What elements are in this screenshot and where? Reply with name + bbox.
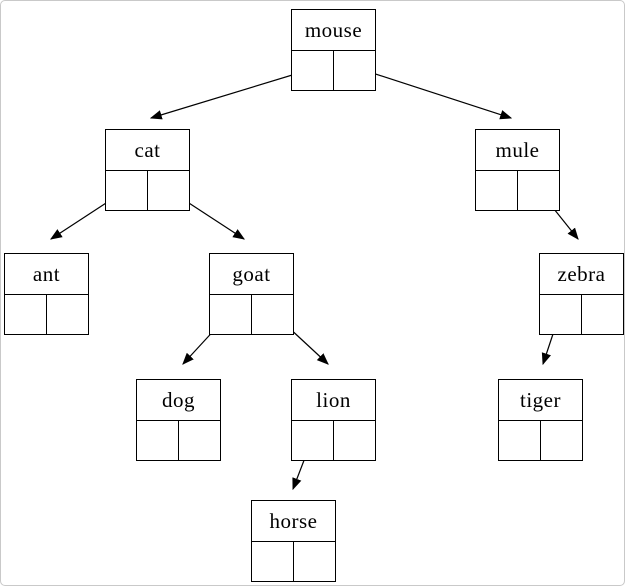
right-pointer-cell-lion	[334, 421, 376, 460]
left-pointer-cell-lion	[292, 421, 334, 460]
right-pointer-cell-dog	[179, 421, 221, 460]
node-label-cat: cat	[106, 130, 189, 171]
node-pointer-cells-horse	[252, 542, 335, 581]
tree-node-mouse: mouse	[291, 9, 376, 91]
left-pointer-cell-zebra	[540, 295, 582, 334]
node-label-horse: horse	[252, 501, 335, 542]
node-label-lion: lion	[292, 380, 375, 421]
node-pointer-cells-mule	[476, 171, 559, 210]
tree-node-cat: cat	[105, 129, 190, 211]
node-label-mule: mule	[476, 130, 559, 171]
tree-node-horse: horse	[251, 500, 336, 582]
left-pointer-cell-ant	[5, 295, 47, 334]
tree-node-dog: dog	[136, 379, 221, 461]
left-pointer-cell-horse	[252, 542, 294, 581]
right-pointer-cell-horse	[294, 542, 336, 581]
node-pointer-cells-cat	[106, 171, 189, 210]
right-pointer-cell-tiger	[541, 421, 583, 460]
right-pointer-cell-goat	[252, 295, 294, 334]
node-pointer-cells-dog	[137, 421, 220, 460]
node-label-zebra: zebra	[540, 254, 623, 295]
node-label-mouse: mouse	[292, 10, 375, 51]
right-pointer-cell-zebra	[582, 295, 624, 334]
node-pointer-cells-zebra	[540, 295, 623, 334]
right-pointer-cell-mule	[518, 171, 560, 210]
node-pointer-cells-ant	[5, 295, 88, 334]
tree-node-lion: lion	[291, 379, 376, 461]
node-pointer-cells-mouse	[292, 51, 375, 90]
node-pointer-cells-tiger	[499, 421, 582, 460]
node-label-tiger: tiger	[499, 380, 582, 421]
node-label-ant: ant	[5, 254, 88, 295]
node-label-goat: goat	[210, 254, 293, 295]
left-pointer-cell-goat	[210, 295, 252, 334]
tree-node-zebra: zebra	[539, 253, 624, 335]
left-pointer-cell-mule	[476, 171, 518, 210]
node-pointer-cells-lion	[292, 421, 375, 460]
tree-node-mule: mule	[475, 129, 560, 211]
left-pointer-cell-tiger	[499, 421, 541, 460]
left-pointer-cell-dog	[137, 421, 179, 460]
left-pointer-cell-cat	[106, 171, 148, 210]
tree-node-goat: goat	[209, 253, 294, 335]
node-label-dog: dog	[137, 380, 220, 421]
right-pointer-cell-ant	[47, 295, 89, 334]
node-pointer-cells-goat	[210, 295, 293, 334]
left-pointer-cell-mouse	[292, 51, 334, 90]
tree-node-tiger: tiger	[498, 379, 583, 461]
right-pointer-cell-cat	[148, 171, 190, 210]
tree-node-ant: ant	[4, 253, 89, 335]
right-pointer-cell-mouse	[334, 51, 376, 90]
edge-mouse-right-to-mule	[353, 66, 513, 120]
edge-mouse-left-to-cat	[149, 68, 313, 120]
